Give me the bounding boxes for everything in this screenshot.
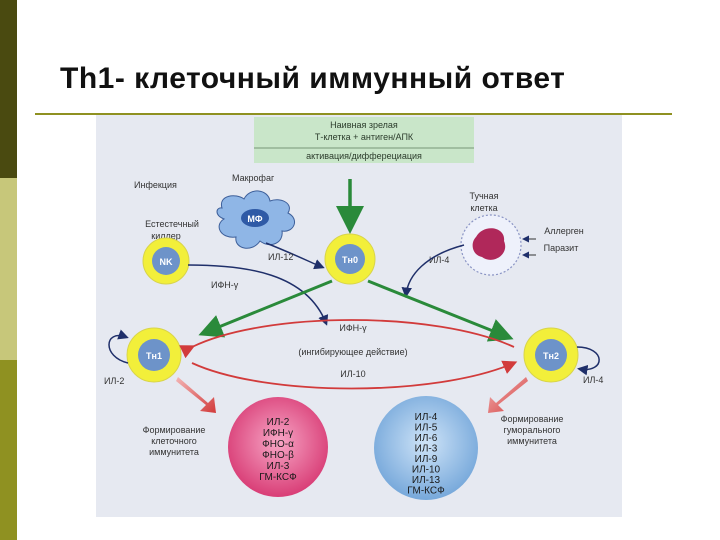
th2-cytokine-item: ИЛ-10 — [412, 465, 441, 476]
mf-to-th0-arrow — [265, 242, 325, 270]
infection-label: Инфекция — [134, 180, 177, 190]
hum-imm-line2: гуморального — [504, 425, 561, 435]
th2-output-arrow — [488, 377, 528, 413]
th1-cytokine-item: ИЛ-3 — [267, 461, 290, 472]
th2-cytokine-item: ИЛ-3 — [415, 444, 438, 455]
th2-cytokine-item: ИЛ-5 — [415, 423, 438, 434]
mast-to-th0-arrow — [401, 244, 465, 298]
th0-text: Тн0 — [342, 255, 358, 265]
th1-cytokine-item: ГМ-КСФ — [259, 472, 297, 483]
th2-core — [535, 339, 567, 371]
nk-label-line1: Естестечный — [145, 219, 199, 229]
th0-to-th2-arrow — [367, 279, 514, 342]
decorative-bar-bottom — [0, 360, 17, 540]
il4-right-label: ИЛ-4 — [583, 375, 603, 385]
nk-to-th1-arrow — [187, 264, 329, 326]
th2-autocrine-arrow — [576, 346, 600, 376]
mast-label-line1: Тучная — [469, 191, 498, 201]
th1-cytokine-circle — [228, 397, 328, 497]
th0-core — [335, 244, 365, 274]
header-box-bg — [254, 117, 474, 163]
mast-label-line2: клетка — [470, 203, 497, 213]
th1-diagram: Наивная зрелая Т-клетка + антиген/АПК ак… — [104, 117, 603, 500]
inhibition-upper-arc — [179, 319, 515, 359]
th2-text: Тн2 — [543, 351, 559, 361]
th1-core — [138, 339, 170, 371]
mf-label: МФ — [247, 214, 262, 224]
parasite-label: Паразит — [544, 243, 579, 253]
nk-label-line2: киллер — [151, 231, 180, 241]
hum-imm-line1: Формирование — [501, 414, 564, 424]
decorative-bar-top — [0, 0, 17, 178]
header-line-3: активация/дифферециация — [306, 151, 422, 161]
il2-left-label: ИЛ-2 — [104, 376, 124, 386]
th1-output-arrow — [176, 377, 216, 413]
nk-core — [152, 247, 180, 275]
th1-text: Тн1 — [146, 351, 162, 361]
th1-cytokine-item: ФНО-β — [262, 450, 294, 461]
ifng-nk-label: ИФН-γ — [211, 280, 239, 290]
th2-cytokine-item: ИЛ-13 — [412, 475, 441, 486]
nk-text: NK — [160, 257, 173, 267]
macrophage-nucleus — [241, 209, 269, 227]
cell-imm-line1: Формирование — [143, 425, 206, 435]
th1-autocrine-arrow — [108, 329, 129, 364]
th2-cytokine-item: ИЛ-6 — [415, 433, 438, 444]
cell-imm-line2: клеточного — [151, 436, 197, 446]
il4-mast-label: ИЛ-4 — [429, 255, 449, 265]
cell-imm-line3: иммунитета — [149, 447, 199, 457]
inhibition-lower-arc — [191, 360, 518, 390]
th2-cytokine-item: ИЛ-4 — [415, 412, 438, 423]
mast-nucleus — [472, 228, 506, 260]
th1-cytokine-item: ИФН-γ — [263, 428, 293, 439]
th2-cytokine-circle — [374, 396, 478, 500]
inhibit-label: (ингибирующее действие) — [298, 347, 407, 357]
slide-title: Th1- клеточный иммунный ответ — [60, 62, 566, 95]
header-line-1: Наивная зрелая — [330, 120, 398, 130]
macrophage-label: Макрофаг — [232, 173, 275, 183]
il10-center-label: ИЛ-10 — [340, 369, 365, 379]
il12-label: ИЛ-12 — [268, 252, 293, 262]
th2-cytokine-item: ИЛ-9 — [415, 454, 438, 465]
hum-imm-line3: иммунитета — [507, 436, 557, 446]
diagram-panel: Наивная зрелая Т-клетка + антиген/АПК ак… — [96, 115, 622, 517]
title-underline — [35, 113, 672, 115]
allergen-label: Аллерген — [544, 226, 584, 236]
th1-cytokine-item: ИЛ-2 — [267, 417, 290, 428]
th2-cytokine-item: ГМ-КСФ — [407, 486, 445, 497]
header-line-2: Т-клетка + антиген/АПК — [315, 132, 414, 142]
ifng-center-label: ИФН-γ — [339, 323, 367, 333]
decorative-bar-middle — [0, 178, 17, 360]
header-box: Наивная зрелая Т-клетка + антиген/АПК ак… — [254, 117, 474, 163]
th0-to-th1-arrow — [198, 279, 333, 338]
th1-cytokine-item: ФНО-α — [262, 439, 294, 450]
